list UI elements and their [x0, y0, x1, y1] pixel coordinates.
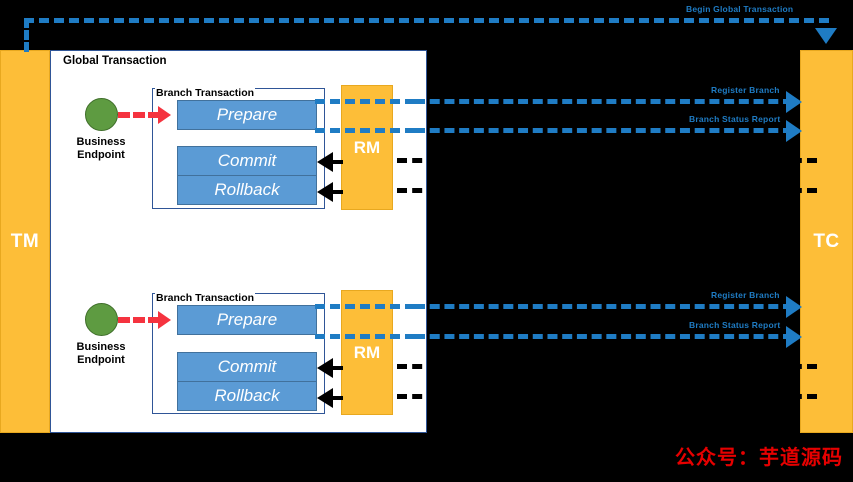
flow-label-register-branch-2: Register Branch	[711, 290, 780, 300]
action-prepare-1[interactable]: Prepare	[177, 100, 317, 130]
resource-manager-box-2[interactable]: RM	[341, 290, 393, 415]
business-endpoint-label-1: Business Endpoint	[61, 136, 141, 162]
flow-branch-status-2-inner	[315, 334, 415, 339]
flow-commit-arrowhead-icon-1	[317, 152, 333, 172]
flow-register-branch-1-outer	[415, 99, 793, 104]
branch-transaction-label-1: Branch Transaction	[155, 87, 256, 99]
participant-label-tc: TC	[813, 230, 840, 252]
flow-begin-global-horizontal	[24, 18, 829, 23]
participant-label-tm: TM	[10, 230, 40, 252]
flow-branch-status-1-inner	[315, 128, 415, 133]
action-prepare-2[interactable]: Prepare	[177, 305, 317, 335]
resource-manager-label-1: RM	[353, 137, 381, 157]
flow-register-branch-2-arrowhead-icon	[786, 296, 802, 318]
flow-commit-stub-1	[333, 160, 343, 164]
flow-branch-status-1-outer	[415, 128, 793, 133]
flow-rollback-arrowhead-icon-2	[317, 388, 333, 408]
flow-branch-status-1-arrowhead-icon	[786, 120, 802, 142]
action-commit-2[interactable]: Commit	[177, 352, 317, 382]
action-commit-label-2: Commit	[217, 357, 277, 376]
action-rollback-label-2: Rollback	[214, 386, 280, 405]
business-endpoint-label-2: Business Endpoint	[61, 341, 141, 367]
flow-commit-command-2	[397, 364, 817, 369]
flow-label-branch-status-report-2: Branch Status Report	[689, 320, 781, 330]
flow-register-branch-1-arrowhead-icon	[786, 91, 802, 113]
trigger-arrowhead-icon-1	[158, 106, 171, 124]
business-endpoint-circle-2[interactable]	[85, 303, 118, 336]
action-rollback-label-1: Rollback	[214, 180, 280, 199]
resource-manager-label-2: RM	[353, 342, 381, 362]
flow-branch-status-2-arrowhead-icon	[786, 326, 802, 348]
branch-transaction-label-2: Branch Transaction	[155, 292, 256, 304]
action-commit-label-1: Commit	[217, 151, 277, 170]
flow-register-branch-2-outer	[415, 304, 793, 309]
flow-rollback-stub-1	[333, 190, 343, 194]
flow-begin-global-vertical	[24, 18, 29, 52]
business-endpoint-label-1-line2: Endpoint	[77, 149, 125, 161]
flow-commit-command-1	[397, 158, 817, 163]
trigger-line-2	[118, 317, 160, 323]
flow-rollback-command-1	[397, 188, 817, 193]
business-endpoint-label-1-line1: Business	[76, 136, 126, 148]
action-prepare-label-1: Prepare	[216, 105, 278, 124]
watermark-text: 公众号：芋道源码	[675, 445, 843, 469]
flow-rollback-stub-2	[333, 396, 343, 400]
flow-label-begin-global-transaction: Begin Global Transaction	[686, 4, 794, 14]
business-endpoint-label-2-line1: Business	[76, 341, 126, 353]
action-prepare-label-2: Prepare	[216, 310, 278, 329]
flow-commit-arrowhead-icon-2	[317, 358, 333, 378]
global-transaction-label: Global Transaction	[63, 55, 167, 67]
resource-manager-box-1[interactable]: RM	[341, 85, 393, 210]
flow-branch-status-2-outer	[415, 334, 793, 339]
flow-label-register-branch-1: Register Branch	[711, 85, 780, 95]
flow-register-branch-2-inner	[315, 304, 415, 309]
trigger-arrowhead-icon-2	[158, 311, 171, 329]
business-endpoint-label-2-line2: Endpoint	[77, 354, 125, 366]
flow-begin-global-arrowhead-icon	[815, 28, 837, 44]
business-endpoint-circle-1[interactable]	[85, 98, 118, 131]
action-rollback-2[interactable]: Rollback	[177, 381, 317, 411]
trigger-line-1	[118, 112, 160, 118]
flow-rollback-arrowhead-icon-1	[317, 182, 333, 202]
action-rollback-1[interactable]: Rollback	[177, 175, 317, 205]
participant-bar-tc[interactable]: TC	[800, 50, 853, 433]
participant-bar-tm[interactable]: TM	[0, 50, 50, 433]
flow-register-branch-1-inner	[315, 99, 415, 104]
flow-commit-stub-2	[333, 366, 343, 370]
flow-rollback-command-2	[397, 394, 817, 399]
action-commit-1[interactable]: Commit	[177, 146, 317, 176]
flow-label-branch-status-report-1: Branch Status Report	[689, 114, 781, 124]
